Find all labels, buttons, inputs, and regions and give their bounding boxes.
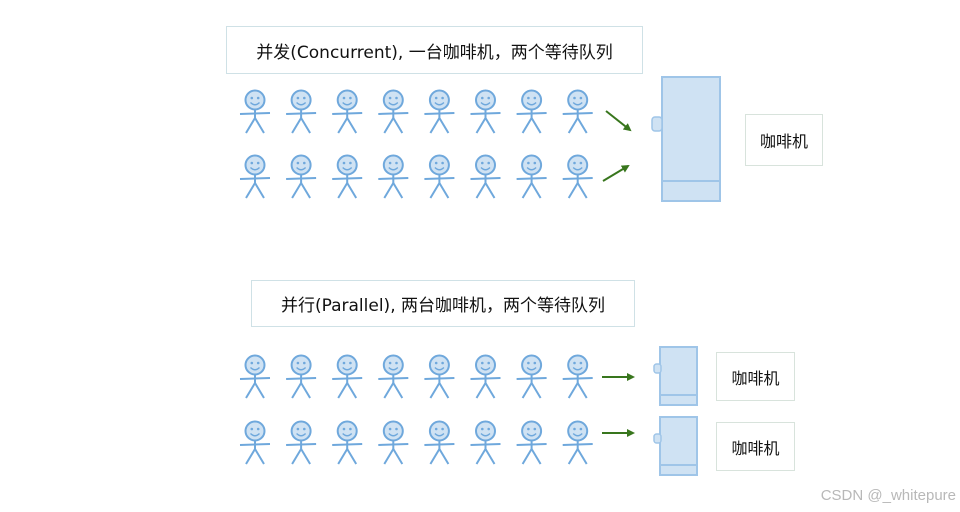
stick-figure-person-icon (424, 89, 455, 134)
parallel-title: 并行(Parallel), 两台咖啡机，两个等待队列 (251, 280, 635, 327)
arrow-icon (602, 164, 630, 182)
coffee-machine-icon (653, 346, 698, 406)
concurrent-title: 并发(Concurrent), 一台咖啡机，两个等待队列 (226, 26, 643, 74)
stick-figure-person-icon (239, 420, 271, 465)
stick-figure-person-icon (516, 89, 547, 134)
stick-figure-person-icon (286, 420, 317, 465)
stick-figure-person-icon (470, 154, 501, 199)
stick-figure-person-icon (562, 154, 593, 199)
stick-figure-person-icon (332, 89, 363, 134)
stick-figure-person-icon (378, 354, 409, 399)
stick-figure-person-icon (378, 89, 409, 134)
people-layer (239, 89, 593, 465)
stick-figure-person-icon (516, 354, 547, 399)
stick-figure-person-icon (239, 89, 271, 134)
stick-figure-person-icon (378, 154, 409, 199)
coffee-machine-icon (653, 416, 698, 476)
stick-figure-person-icon (239, 354, 271, 399)
stick-figure-person-icon (470, 354, 501, 399)
stick-figure-person-icon (332, 154, 363, 199)
stick-figure-person-icon (424, 154, 455, 199)
stick-figure-person-icon (562, 354, 593, 399)
stick-figure-person-icon (562, 89, 593, 134)
coffee-machine-icon (651, 76, 721, 202)
stick-figure-person-icon (286, 354, 317, 399)
stick-figure-person-icon (516, 154, 547, 199)
stick-figure-person-icon (378, 420, 409, 465)
arrow-icon (605, 110, 632, 132)
stick-figure-person-icon (286, 154, 317, 199)
coffee-machine-label: 咖啡机 (716, 352, 795, 401)
stick-figure-person-icon (562, 420, 593, 465)
stick-figure-person-icon (516, 420, 547, 465)
stick-figure-person-icon (332, 354, 363, 399)
coffee-machine-label: 咖啡机 (716, 422, 795, 471)
stick-figure-person-icon (470, 420, 501, 465)
coffee-machine-label: 咖啡机 (745, 114, 823, 166)
stick-figure-person-icon (332, 420, 363, 465)
stick-figure-person-icon (424, 420, 455, 465)
stick-figure-person-icon (239, 154, 271, 199)
watermark: CSDN @_whitepure (820, 487, 956, 504)
stick-figure-person-icon (470, 89, 501, 134)
stick-figure-person-icon (286, 89, 317, 134)
stick-figure-person-icon (424, 354, 455, 399)
